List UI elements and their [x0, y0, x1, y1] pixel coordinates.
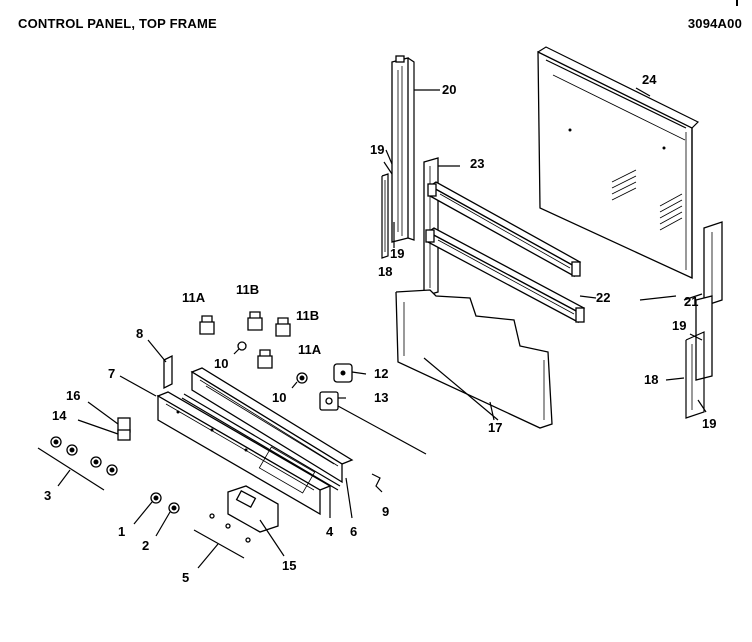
- callout-23: 23: [470, 156, 484, 171]
- part-20-side-rail: [391, 55, 440, 243]
- callout-19-left-upper: 19: [370, 142, 384, 157]
- callout-15: 15: [282, 558, 296, 573]
- diagram-code: 3094A00: [687, 16, 742, 31]
- callout-18-left: 18: [378, 264, 392, 279]
- page-title: CONTROL PANEL, TOP FRAME: [18, 16, 217, 31]
- callout-22: 22: [596, 290, 610, 305]
- callout-18-right: 18: [644, 372, 658, 387]
- callout-8: 8: [136, 326, 143, 341]
- part-9-clip: [371, 473, 383, 493]
- callout-4: 4: [326, 524, 334, 539]
- part-12-13-switches: [319, 363, 427, 455]
- callout-11a-right: 11A: [298, 342, 322, 357]
- callout-10-upper: 10: [214, 356, 228, 371]
- leader-lines: [119, 87, 677, 519]
- callout-21: 21: [684, 294, 698, 309]
- callout-14: 14: [52, 408, 67, 423]
- callout-labels: 1 2 3 4 5 6 7 8 9 10 10 11A 11A 11B 11B …: [44, 72, 716, 585]
- corner-tick-mark: [736, 0, 738, 6]
- part-22-cross-rails: [425, 181, 597, 324]
- part-14-16-blocks: [77, 401, 131, 441]
- callout-3: 3: [44, 488, 51, 503]
- callout-20: 20: [442, 82, 456, 97]
- callout-24: 24: [642, 72, 657, 87]
- part-24-top-panel: [537, 46, 700, 280]
- callout-10-lower: 10: [272, 390, 286, 405]
- callout-11b-left: 11B: [236, 282, 259, 297]
- part-5-15-assembly: [193, 485, 285, 569]
- part-11-clips: [199, 311, 291, 369]
- callout-1: 1: [118, 524, 125, 539]
- callout-19-right-upper: 19: [672, 318, 686, 333]
- part-18-19-right-brackets: [665, 331, 707, 419]
- part-23-bracket: [423, 157, 460, 297]
- callout-11b-right: 11B: [296, 308, 319, 323]
- callout-17: 17: [488, 420, 502, 435]
- callout-9: 9: [382, 504, 389, 519]
- callout-7: 7: [108, 366, 115, 381]
- callout-11a-left: 11A: [182, 290, 206, 305]
- callout-2: 2: [142, 538, 149, 553]
- part-1-2-knobs: [133, 492, 180, 537]
- part-18-19-left-brackets: [381, 161, 395, 259]
- callout-6: 6: [350, 524, 357, 539]
- part-17-back-panel: [395, 289, 553, 429]
- part-3-knobs: [37, 436, 118, 491]
- callout-5: 5: [182, 570, 189, 585]
- part-10-screws: [233, 341, 308, 389]
- part-8-bracket: [147, 339, 173, 390]
- callout-12: 12: [374, 366, 388, 381]
- callout-16: 16: [66, 388, 80, 403]
- part-6-trim-rail: [190, 367, 354, 484]
- callout-13: 13: [374, 390, 388, 405]
- callout-19-right-lower: 19: [702, 416, 716, 431]
- callout-19-left-lower: 19: [390, 246, 404, 261]
- part-4-strip: [181, 393, 341, 491]
- part-7-control-panel: [156, 391, 332, 516]
